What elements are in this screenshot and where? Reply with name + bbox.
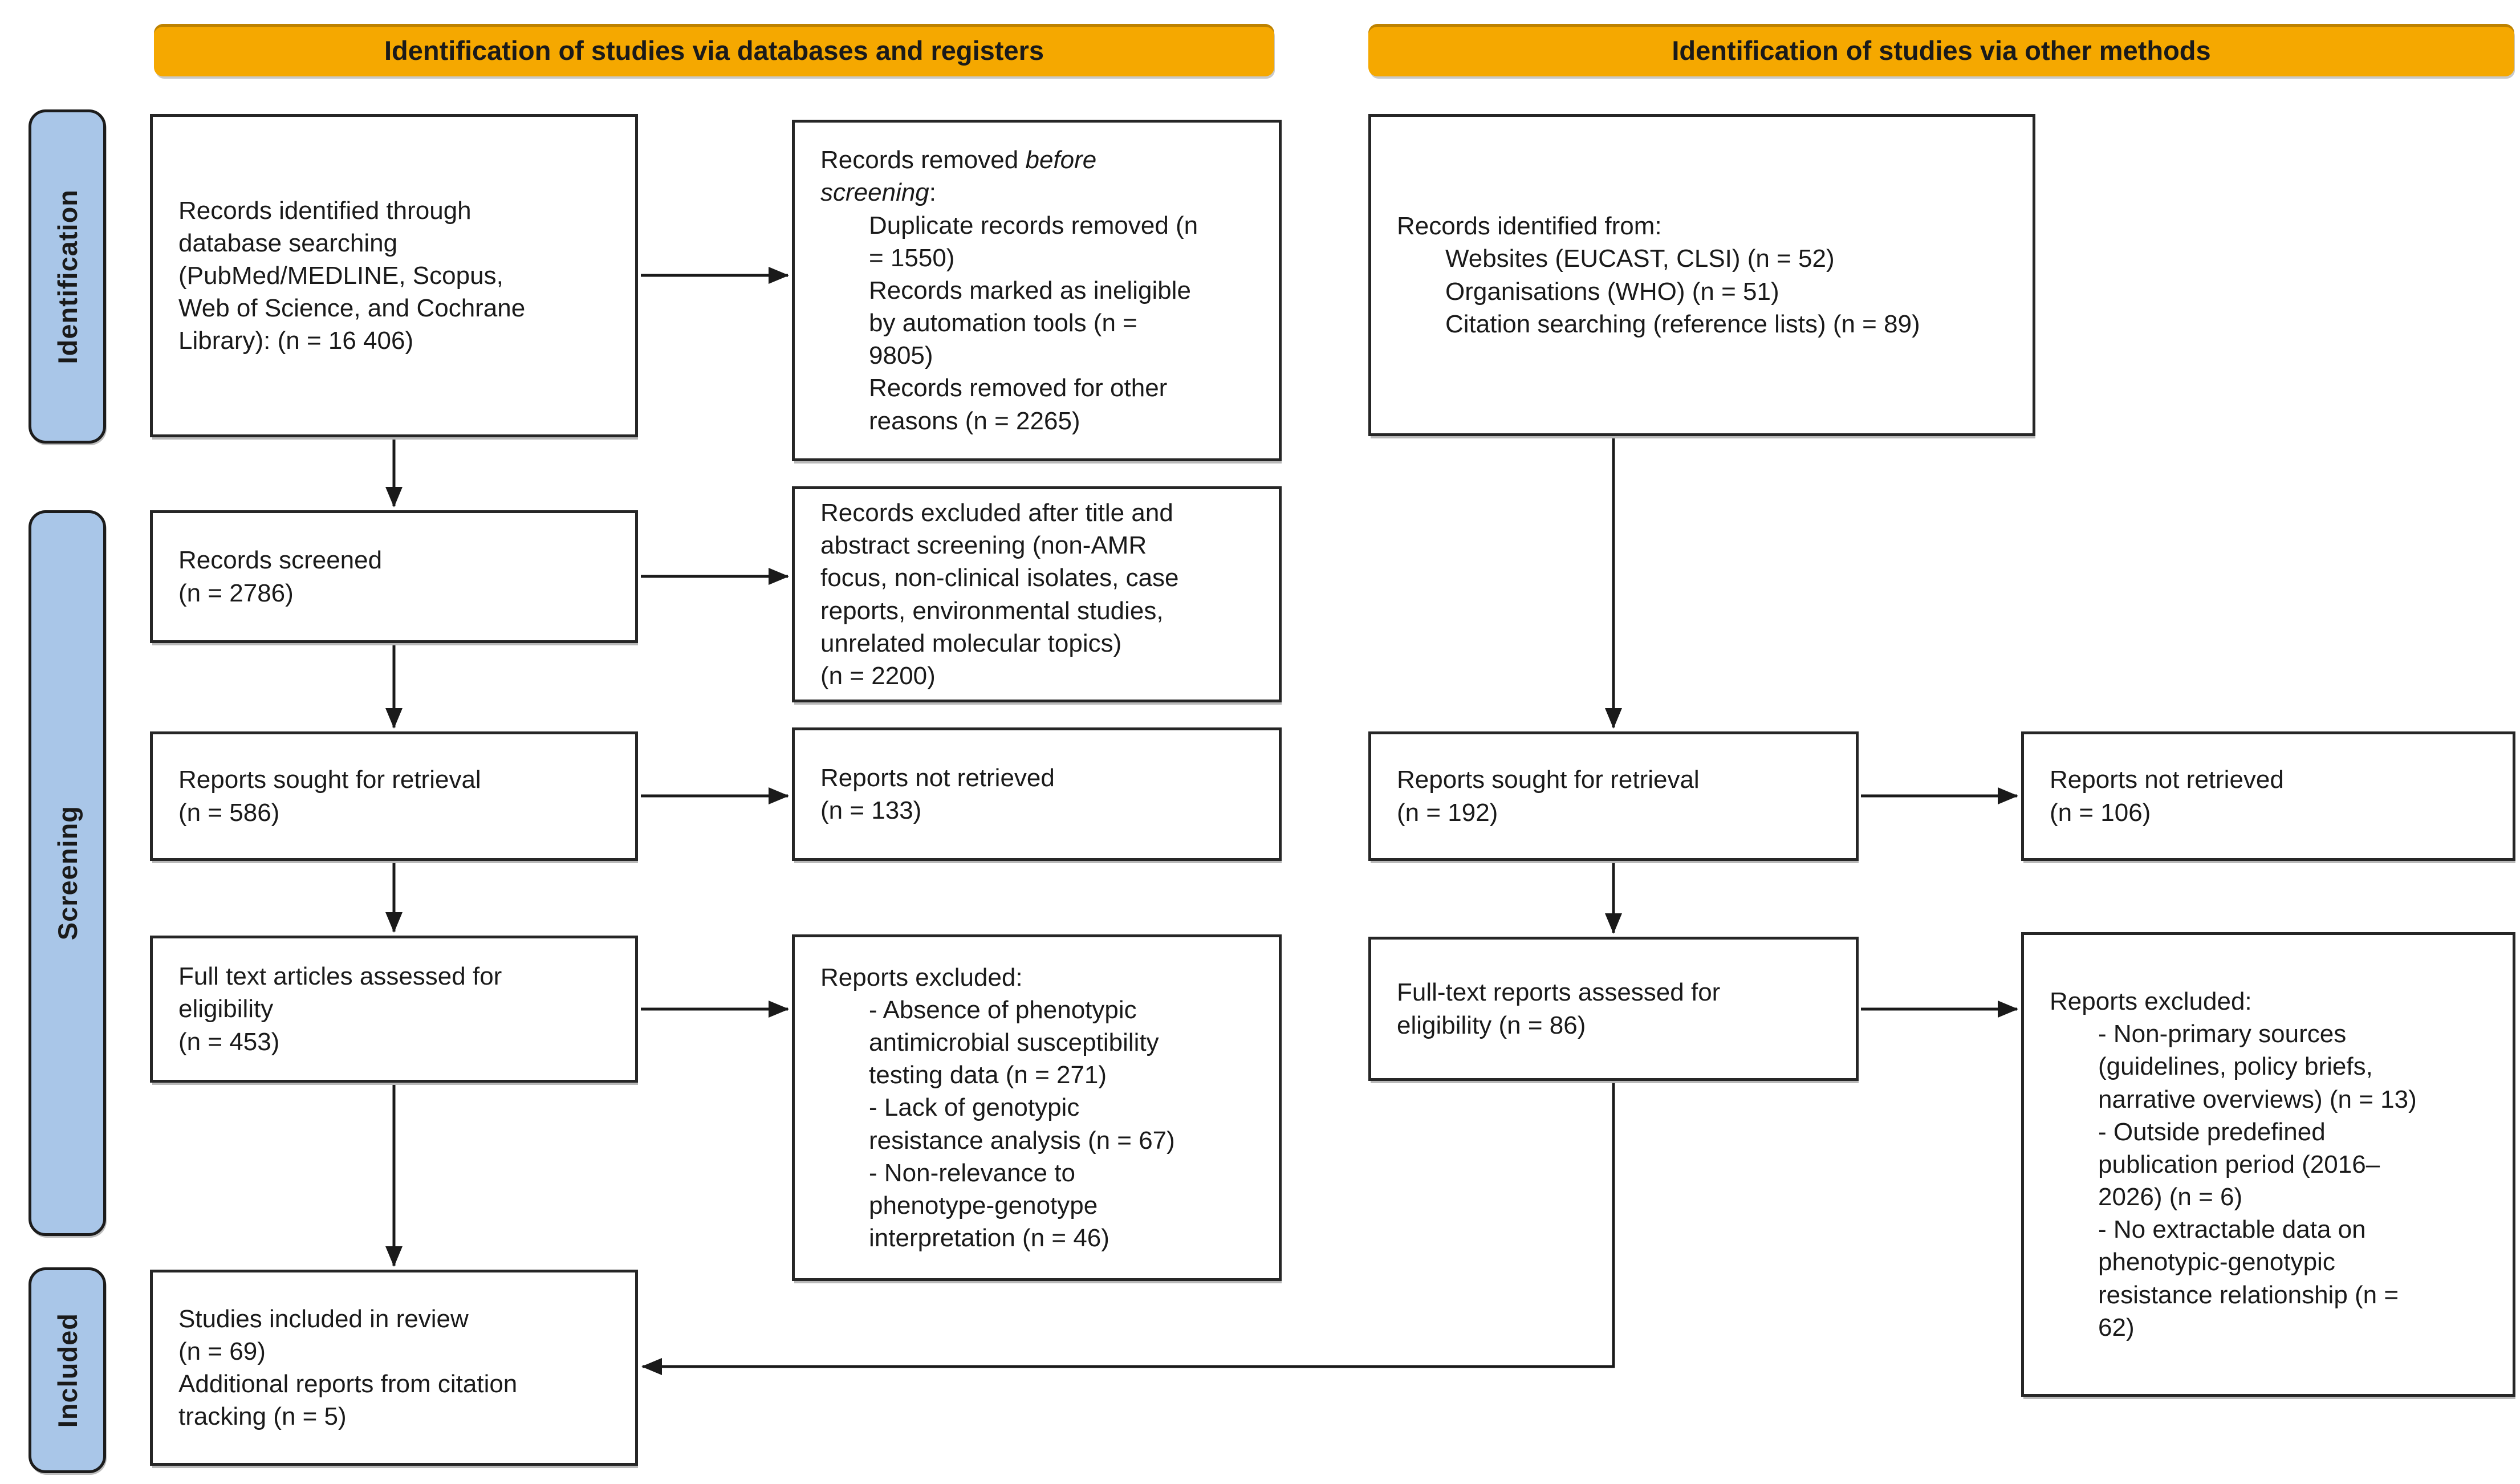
box-reports-sought-other: Reports sought for retrieval (n = 192) — [1368, 731, 1859, 861]
box-records-identified-databases: Records identified through database sear… — [150, 114, 638, 437]
box-records-screened: Records screened (n = 2786) — [150, 510, 638, 643]
box-records-excluded-screening: Records excluded after title and abstrac… — [792, 486, 1282, 702]
stage-screening-label: Screening — [52, 806, 83, 941]
banner-other-methods: Identification of studies via other meth… — [1368, 24, 2514, 76]
banner-databases-label: Identification of studies via databases … — [384, 35, 1044, 66]
box-studies-included: Studies included in review (n = 69) Addi… — [150, 1270, 638, 1466]
records-removed-item: Records marked as ineligible by automati… — [869, 276, 1191, 370]
stage-identification: Identification — [29, 109, 106, 444]
box-reports-sought-databases: Reports sought for retrieval (n = 586) — [150, 731, 638, 861]
reports-excluded-other-item: - Non-primary sources (guidelines, polic… — [2098, 1020, 2417, 1113]
stage-included-label: Included — [52, 1312, 83, 1428]
box-reports-excluded-other: Reports excluded: - Non-primary sources … — [2021, 932, 2515, 1397]
box-fulltext-assessed-other: Full-text reports assessed for eligibili… — [1368, 937, 1859, 1081]
studies-included-text: Studies included in review (n = 69) Addi… — [178, 1304, 518, 1431]
fulltext-assessed-databases-text: Full text articles assessed for eligibil… — [178, 962, 502, 1056]
fulltext-assessed-other-text: Full-text reports assessed for eligibili… — [1397, 978, 1721, 1039]
reports-excluded-other-title: Reports excluded: — [2050, 987, 2252, 1015]
records-removed-item: Records removed for other reasons (n = 2… — [869, 374, 1168, 435]
reports-excluded-databases-item: - Lack of genotypic resistance analysis … — [869, 1093, 1175, 1154]
records-identified-other-title: Records identified from: — [1397, 212, 1662, 241]
reports-excluded-databases-title: Reports excluded: — [820, 963, 1023, 991]
records-excluded-screening-text: Records excluded after title and abstrac… — [820, 498, 1179, 690]
reports-sought-databases-text: Reports sought for retrieval (n = 586) — [178, 766, 481, 827]
reports-excluded-other-item: - No extractable data on phenotypic-geno… — [2098, 1215, 2399, 1341]
reports-sought-other-text: Reports sought for retrieval (n = 192) — [1397, 766, 1700, 827]
reports-excluded-other-item: - Outside predefined publication period … — [2098, 1117, 2380, 1211]
records-screened-text: Records screened (n = 2786) — [178, 546, 383, 607]
reports-excluded-databases-item: - Absence of phenotypic antimicrobial su… — [869, 995, 1159, 1089]
records-identified-other-item: Organisations (WHO) (n = 51) — [1445, 277, 1779, 306]
records-removed-item: Duplicate records removed (n = 1550) — [869, 211, 1198, 272]
banner-databases-registers: Identification of studies via databases … — [154, 24, 1274, 76]
stage-screening: Screening — [29, 510, 106, 1236]
reports-not-retrieved-other-text: Reports not retrieved (n = 106) — [2050, 766, 2284, 827]
stage-identification-label: Identification — [52, 189, 83, 364]
box-reports-not-retrieved-other: Reports not retrieved (n = 106) — [2021, 731, 2515, 861]
reports-not-retrieved-databases-text: Reports not retrieved (n = 133) — [820, 763, 1055, 824]
box-reports-not-retrieved-databases: Reports not retrieved (n = 133) — [792, 727, 1282, 861]
records-identified-databases-text: Records identified through database sear… — [178, 196, 526, 355]
box-records-identified-other: Records identified from: Websites (EUCAS… — [1368, 114, 2035, 436]
box-fulltext-assessed-databases: Full text articles assessed for eligibil… — [150, 936, 638, 1083]
stage-included: Included — [29, 1267, 106, 1473]
records-identified-other-item: Citation searching (reference lists) (n … — [1445, 310, 1920, 338]
records-identified-other-item: Websites (EUCAST, CLSI) (n = 52) — [1445, 245, 1835, 273]
banner-other-label: Identification of studies via other meth… — [1672, 35, 2211, 66]
box-reports-excluded-databases: Reports excluded: - Absence of phenotypi… — [792, 934, 1282, 1281]
reports-excluded-databases-item: - Non-relevance to phenotype-genotype in… — [869, 1158, 1109, 1253]
